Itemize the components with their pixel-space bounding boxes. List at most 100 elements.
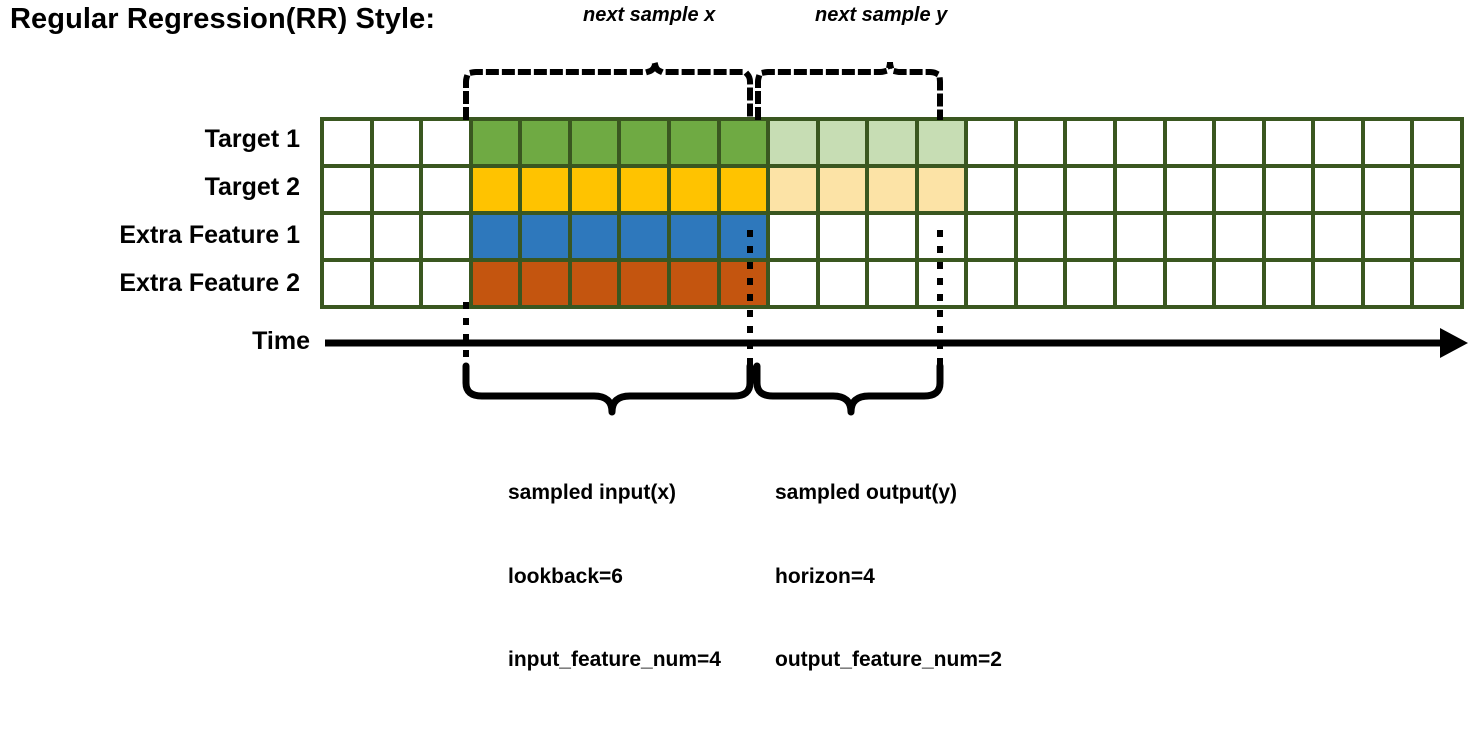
grid-cell-r2-c19 [1265, 215, 1312, 258]
grid-cell-r0-c8 [720, 121, 767, 164]
grid-cell-r1-c12 [918, 168, 965, 211]
grid-cell-r2-c3 [472, 215, 519, 258]
grid-cell-r1-c0 [324, 168, 370, 211]
grid-cell-r2-c14 [1017, 215, 1064, 258]
grid-cell-r0-c5 [571, 121, 618, 164]
grid-cell-r1-c9 [770, 168, 816, 211]
sampled-output-annotation: sampled output(y) horizon=4 output_featu… [775, 423, 1002, 730]
grid-cell-r3-c11 [869, 262, 915, 305]
grid-cell-r2-c16 [1117, 215, 1163, 258]
grid-cell-r1-c8 [720, 168, 767, 211]
grid-cell-r3-c8 [720, 262, 767, 305]
timeline-grid [320, 117, 1464, 309]
grid-cell-r0-c19 [1265, 121, 1312, 164]
row-label-extra-feature-2: Extra Feature 2 [119, 269, 300, 297]
grid-cell-r2-c11 [869, 215, 915, 258]
grid-cell-r1-c2 [423, 168, 469, 211]
sampled-output-horizon: horizon=4 [775, 564, 875, 588]
grid-cell-r3-c14 [1017, 262, 1064, 305]
grid-cell-r2-c17 [1166, 215, 1213, 258]
grid-cell-r2-c12 [918, 215, 965, 258]
grid-cell-r1-c21 [1364, 168, 1411, 211]
grid-cell-r3-c5 [571, 262, 618, 305]
grid-cell-r0-c15 [1067, 121, 1114, 164]
grid-cell-r1-c17 [1166, 168, 1213, 211]
grid-cell-r3-c19 [1265, 262, 1312, 305]
grid-cell-r1-c16 [1117, 168, 1163, 211]
sampled-input-lookback: lookback=6 [508, 564, 623, 588]
grid-cell-r2-c9 [770, 215, 816, 258]
sampled-output-title: sampled output(y) [775, 480, 957, 504]
grid-cell-r2-c0 [324, 215, 370, 258]
time-axis-label: Time [252, 327, 310, 355]
grid-cell-r2-c18 [1216, 215, 1262, 258]
brace-sampled-output [753, 362, 944, 416]
grid-cell-r1-c18 [1216, 168, 1262, 211]
grid-cell-r0-c4 [522, 121, 568, 164]
grid-cell-r0-c16 [1117, 121, 1163, 164]
grid-cell-r0-c7 [670, 121, 717, 164]
grid-cell-r0-c20 [1315, 121, 1361, 164]
grid-cell-r1-c20 [1315, 168, 1361, 211]
grid-cell-r2-c2 [423, 215, 469, 258]
grid-cell-r0-c14 [1017, 121, 1064, 164]
grid-cell-r3-c6 [621, 262, 667, 305]
brace-next-sample-x [463, 61, 753, 120]
grid-cell-r3-c22 [1414, 262, 1460, 305]
grid-cell-r2-c5 [571, 215, 618, 258]
page-title: Regular Regression(RR) Style: [10, 3, 436, 35]
grid-cell-r3-c9 [770, 262, 816, 305]
row-label-group: Target 1 Target 2 Extra Feature 1 Extra … [10, 117, 310, 309]
grid-cell-r0-c2 [423, 121, 469, 164]
grid-cell-r0-c22 [1414, 121, 1460, 164]
grid-cell-r1-c15 [1067, 168, 1114, 211]
grid-cell-r1-c3 [472, 168, 519, 211]
grid-cell-r3-c15 [1067, 262, 1114, 305]
grid-cell-r0-c1 [373, 121, 420, 164]
grid-cell-r2-c10 [819, 215, 866, 258]
grid-cell-r0-c13 [968, 121, 1014, 164]
grid-cell-r3-c1 [373, 262, 420, 305]
grid-cell-r3-c20 [1315, 262, 1361, 305]
grid-cell-r1-c5 [571, 168, 618, 211]
grid-cell-r2-c4 [522, 215, 568, 258]
grid-cell-r3-c4 [522, 262, 568, 305]
grid-cell-r3-c2 [423, 262, 469, 305]
sampled-output-feature-num: output_feature_num=2 [775, 648, 1002, 672]
grid-cell-r2-c21 [1364, 215, 1411, 258]
grid-cell-r3-c10 [819, 262, 866, 305]
grid-cell-r1-c4 [522, 168, 568, 211]
grid-cell-r1-c11 [869, 168, 915, 211]
grid-cell-r3-c18 [1216, 262, 1262, 305]
grid-cell-r2-c22 [1414, 215, 1460, 258]
grid-cell-r2-c6 [621, 215, 667, 258]
grid-cell-r0-c21 [1364, 121, 1411, 164]
grid-cell-r0-c10 [819, 121, 866, 164]
grid-cell-r0-c3 [472, 121, 519, 164]
brace-next-sample-y [755, 61, 943, 120]
grid-cell-r0-c18 [1216, 121, 1262, 164]
grid-cell-r1-c10 [819, 168, 866, 211]
diagram-canvas: Regular Regression(RR) Style: next sampl… [10, 3, 1468, 671]
grid-cell-r3-c17 [1166, 262, 1213, 305]
grid-cell-r0-c0 [324, 121, 370, 164]
grid-cell-r1-c14 [1017, 168, 1064, 211]
grid-cell-r3-c21 [1364, 262, 1411, 305]
next-sample-x-label: next sample x [583, 4, 716, 26]
sampled-input-title: sampled input(x) [508, 480, 677, 504]
row-label-extra-feature-1: Extra Feature 1 [119, 221, 300, 249]
row-label-target-2: Target 2 [204, 173, 300, 201]
sampled-input-feature-num: input_feature_num=4 [508, 648, 721, 672]
grid-cell-r1-c1 [373, 168, 420, 211]
grid-cell-r0-c6 [621, 121, 667, 164]
grid-cell-r3-c0 [324, 262, 370, 305]
brace-sampled-input [462, 362, 754, 416]
time-axis-arrowhead [1440, 328, 1468, 358]
sampled-input-annotation: sampled input(x) lookback=6 input_featur… [508, 423, 721, 730]
grid-cell-r3-c16 [1117, 262, 1163, 305]
grid-cell-r3-c13 [968, 262, 1014, 305]
grid-cell-r3-c12 [918, 262, 965, 305]
grid-cell-r0-c12 [918, 121, 965, 164]
grid-cell-r2-c20 [1315, 215, 1361, 258]
next-sample-y-label: next sample y [815, 4, 948, 26]
